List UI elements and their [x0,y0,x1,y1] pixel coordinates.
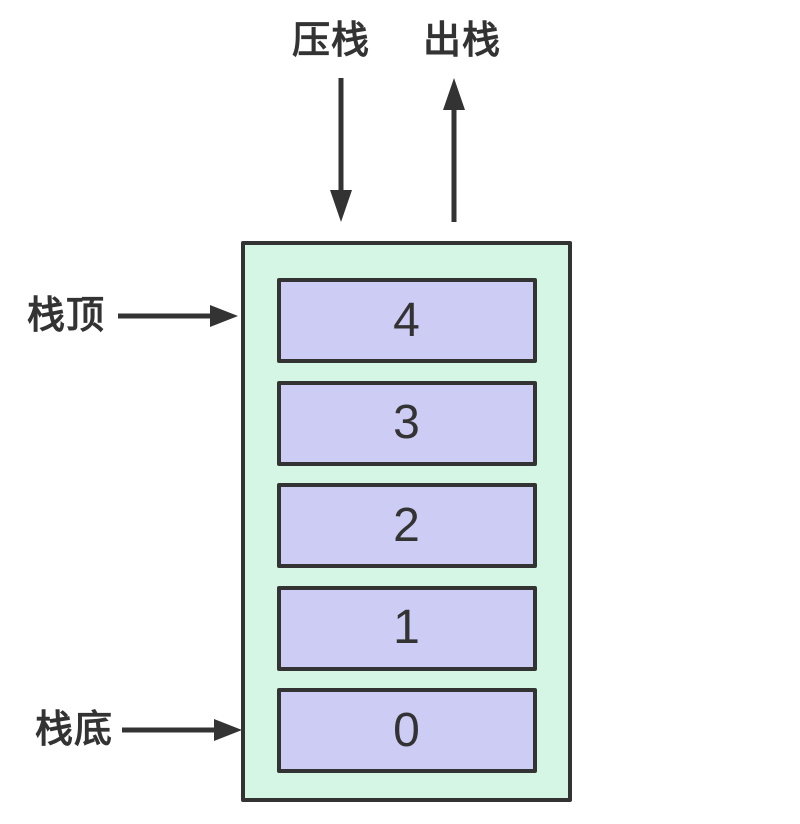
stack-item: 4 [276,278,537,363]
stack-container: 4 3 2 1 0 [241,241,572,802]
stack-item: 3 [276,380,537,466]
stack-item-value: 0 [393,703,420,757]
stack-item-value: 3 [393,396,420,449]
push-label: 压栈 [291,20,371,62]
stack-bottom-label: 栈底 [35,709,114,751]
stack-item: 1 [276,585,537,671]
pop-up-arrow-icon [443,78,465,222]
stack-item-value: 2 [393,498,420,552]
stack-top-arrow-icon [118,305,238,327]
push-down-arrow-icon [330,78,352,222]
stack-item: 2 [276,483,537,568]
stack-bottom-arrow-icon [122,719,242,741]
stack-item-value: 1 [393,601,420,654]
stack-item: 0 [276,688,537,773]
pop-label: 出栈 [422,20,502,62]
stack-top-label: 栈顶 [27,295,106,337]
stack-item-value: 4 [393,293,420,347]
